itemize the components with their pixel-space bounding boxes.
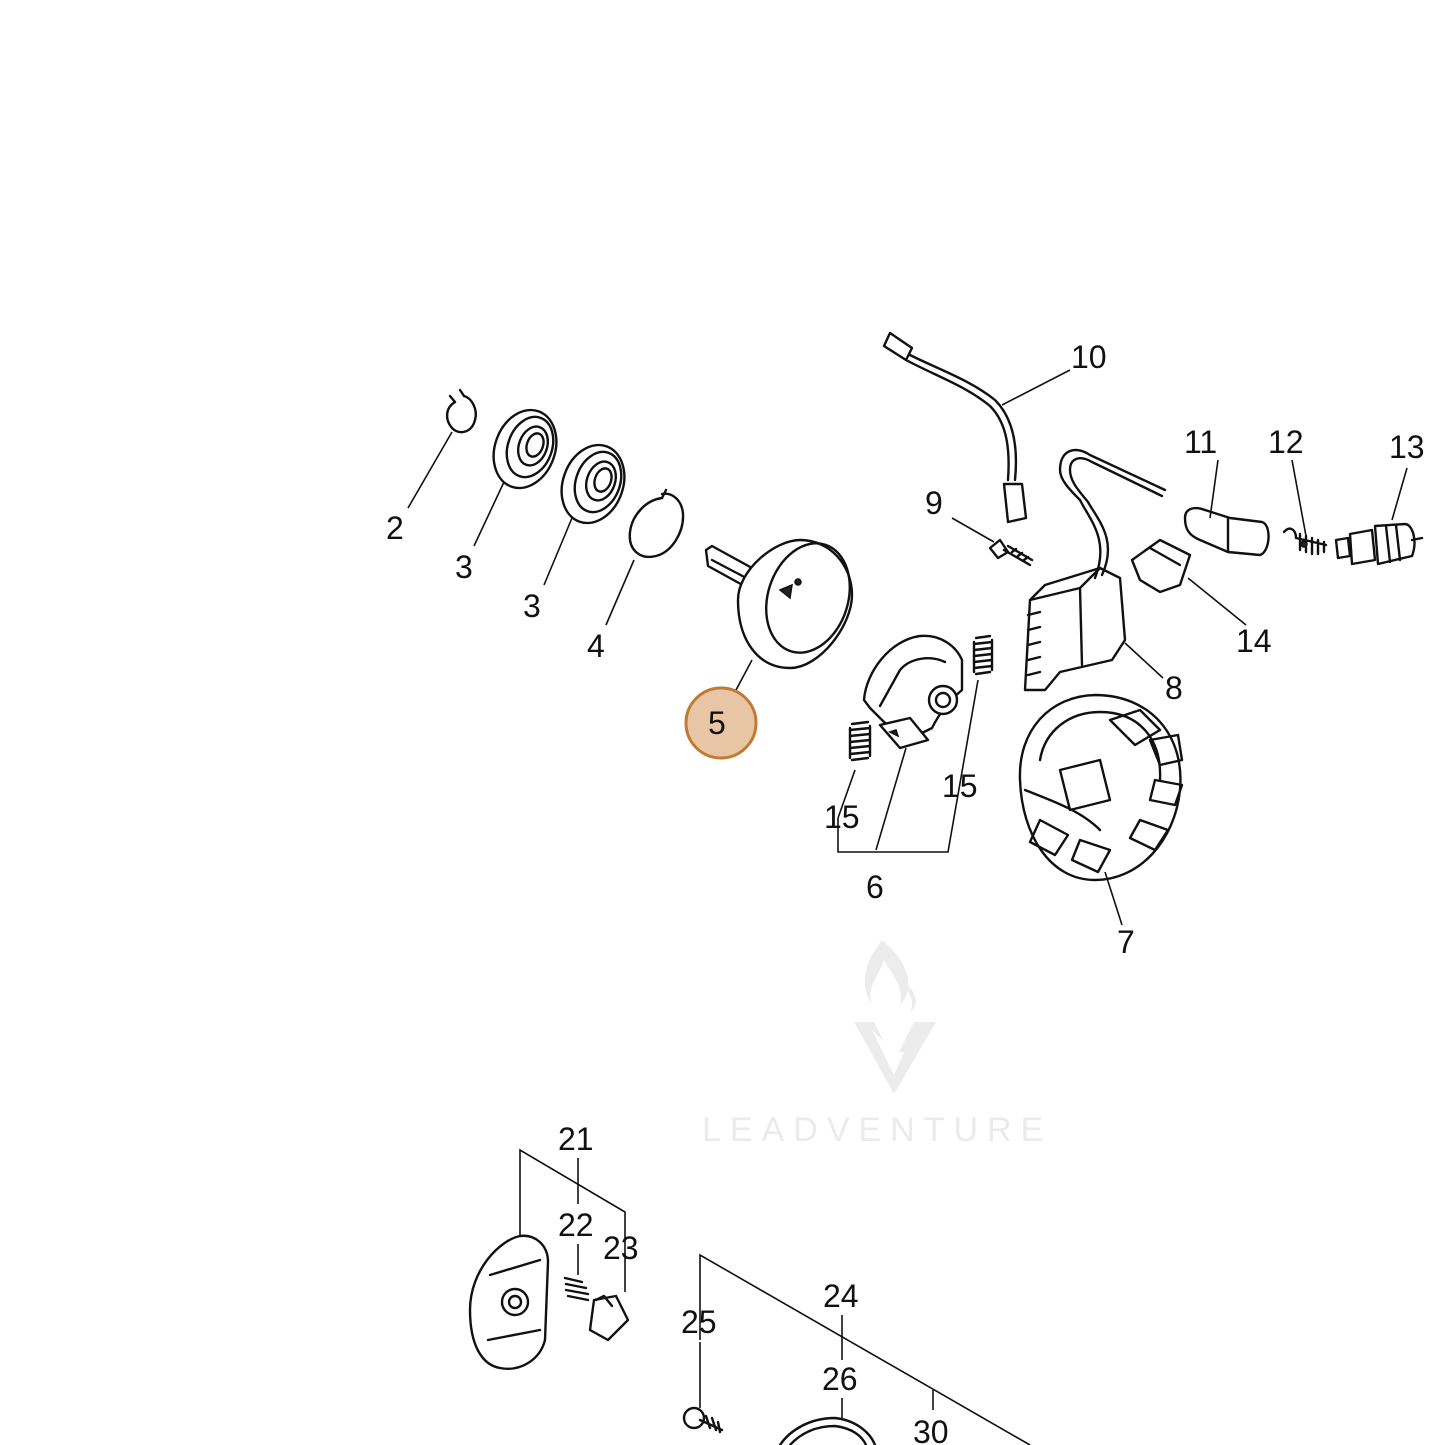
part-6-clutch-assembly — [862, 634, 964, 750]
part-15-spring-right — [972, 634, 994, 676]
part-13-spark-plug — [1334, 522, 1424, 566]
leader-lines — [407, 369, 1408, 1445]
part-21-clutch-shoe — [468, 1234, 550, 1370]
part-26-drum-edge — [778, 1416, 877, 1445]
callout-12[interactable]: 12 — [1268, 424, 1304, 460]
part-2-circlip — [445, 388, 477, 434]
part-3-bearing-2 — [560, 443, 626, 525]
callout-11[interactable]: 11 — [1184, 424, 1217, 460]
callout-15[interactable]: 15 — [942, 768, 978, 804]
part-25-screw — [682, 1406, 724, 1434]
part-3-bearing-1 — [492, 408, 558, 490]
callout-2[interactable]: 2 — [386, 510, 404, 546]
part-7-flywheel — [1018, 693, 1184, 882]
callout-3[interactable]: 3 — [455, 549, 473, 585]
callout-22[interactable]: 22 — [558, 1207, 594, 1243]
leadventure-watermark: LEADVENTURE — [702, 940, 1052, 1149]
part-5-clutch-drum — [704, 538, 854, 670]
part-12-spring-connector — [1282, 527, 1328, 556]
callout-26[interactable]: 26 — [822, 1361, 858, 1397]
part-8-ignition-coil — [1023, 448, 1167, 692]
callout-5-highlight — [684, 686, 758, 760]
part-14-boot — [1130, 538, 1192, 594]
callout-21[interactable]: 21 — [558, 1121, 594, 1157]
callout-3[interactable]: 3 — [523, 588, 541, 624]
callout-13[interactable]: 13 — [1389, 429, 1425, 465]
callout-6[interactable]: 6 — [866, 869, 884, 905]
callout-5[interactable]: 5 — [708, 705, 726, 741]
callout-25[interactable]: 25 — [681, 1304, 717, 1340]
callout-4[interactable]: 4 — [587, 628, 605, 664]
callout-7[interactable]: 7 — [1117, 924, 1135, 960]
callout-10[interactable]: 10 — [1071, 339, 1107, 375]
callout-15[interactable]: 15 — [824, 799, 860, 835]
part-23-pin — [588, 1294, 630, 1342]
part-9-screw — [988, 538, 1034, 567]
part-15-spring-left — [848, 720, 872, 762]
callout-labels: 2 3 3 4 5 6 7 8 9 10 11 12 13 14 15 15 2… — [386, 339, 1425, 1445]
part-11-spark-plug-cap — [1183, 506, 1270, 557]
part-10-wire-lead — [882, 331, 1028, 524]
callout-23[interactable]: 23 — [603, 1230, 639, 1266]
callout-8[interactable]: 8 — [1165, 670, 1183, 706]
callout-30[interactable]: 30 — [913, 1414, 949, 1445]
callout-24[interactable]: 24 — [823, 1278, 859, 1314]
flame-v-logo-icon — [854, 940, 936, 1094]
callout-9[interactable]: 9 — [925, 485, 943, 521]
callout-14[interactable]: 14 — [1236, 623, 1272, 659]
part-4-retaining-ring — [628, 488, 685, 559]
watermark-text: LEADVENTURE — [702, 1111, 1052, 1149]
part-22-spring — [563, 1276, 590, 1302]
